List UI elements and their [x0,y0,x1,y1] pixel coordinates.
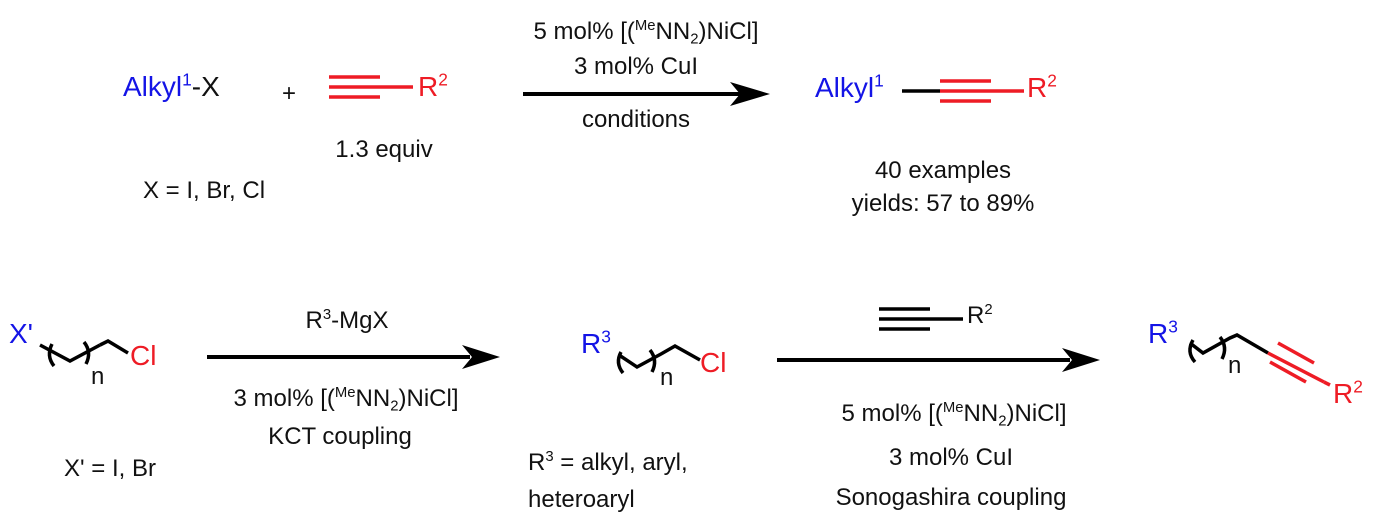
cat-suffix: )NiCl] [398,385,459,412]
r-label: R [1027,72,1048,103]
r-label: R [1148,318,1169,349]
cat-sub: 2 [690,31,699,48]
final-n-subscript: n [1228,352,1242,379]
cat-mid: NN [655,18,691,45]
cat-prefix: 5 mol% [( [841,400,943,427]
reaction-arrow-1 [523,82,770,106]
examples-count: 40 examples [874,157,1012,184]
step2-alkyne-bond [879,307,963,331]
r-label: R [967,302,985,329]
sonogashira-coupling-label: Sonogashira coupling [835,484,1067,511]
r3-options: = alkyl, aryl, [553,449,688,476]
intermediate-cl-label: Cl [700,347,727,378]
r-superscript: 3 [322,306,332,323]
r-label: R [305,307,323,334]
r-superscript: 2 [438,69,448,90]
r-superscript: 2 [1047,70,1057,91]
cat-sup: Me [334,384,356,401]
intermediate-n-subscript: n [660,364,674,391]
r-superscript: 3 [1168,316,1178,337]
alkyl-superscript: 1 [874,70,884,91]
product-alkyne-bond [902,79,1024,103]
cat-sup: Me [942,399,964,416]
alkyne-r2-label: R2 [418,71,448,103]
mgx-suffix: -MgX [331,307,389,334]
final-r3-label: R3 [1148,318,1178,350]
r-superscript: 3 [545,448,554,465]
r3-definition-line1: R3 = alkyl, aryl, [528,449,688,477]
yield-range: yields: 57 to 89% [851,190,1035,217]
start-chain-bonds [39,339,129,368]
r3-definition-line2: heteroaryl [528,486,635,513]
start-cl-label: Cl [130,340,157,371]
r-label: R [528,449,546,476]
alkyne-equivalents: 1.3 equiv [335,136,433,163]
cat-mid: NN [355,385,391,412]
cat-sup: Me [634,17,656,34]
cat-suffix: )NiCl] [698,18,759,45]
final-r2-label: R2 [1333,378,1363,410]
r-superscript: 2 [984,301,993,318]
product-alkyl-label: Alkyl1 [815,72,884,104]
reactant-alkyl-halide: Alkyl1-X [123,71,220,103]
step2-alkyne-r2-label: R2 [967,302,993,330]
reaction-arrow-2 [207,345,500,369]
product-r2-label: R2 [1027,72,1057,104]
cat-sub: 2 [998,413,1007,430]
r-label: R [1333,378,1354,409]
cat-prefix: 5 mol% [( [533,18,635,45]
grignard-reagent: R3-MgX [306,307,389,335]
alkyl-label: Alkyl [815,72,875,103]
alkyl-label: Alkyl [123,71,183,102]
sonogashira-copper-loading: 3 mol% CuI [888,444,1014,471]
alkyl-superscript: 1 [182,69,192,90]
cat-prefix: 3 mol% [( [233,385,335,412]
intermediate-r3-label: R3 [581,328,611,360]
start-n-subscript: n [91,363,105,390]
r-label: R [418,71,439,102]
reactant-alkyne-bond [329,75,413,99]
start-x-prime-label: X' [9,318,34,349]
r-superscript: 3 [601,326,611,347]
x-prime-definition: X' = I, Br [64,455,156,482]
catalyst-line: 5 mol% [(MeNN2)NiCl] [533,17,759,48]
plus-sign: + [282,80,297,107]
copper-loading: 3 mol% CuI [573,53,699,80]
cat-mid: NN [963,400,999,427]
x-definition: X = I, Br, Cl [143,177,266,204]
r-superscript: 2 [1353,376,1363,397]
sonogashira-catalyst-line: 5 mol% [(MeNN2)NiCl] [841,399,1067,430]
final-chain-bonds [1188,333,1331,387]
reaction-arrow-3 [777,348,1100,372]
r-label: R [581,328,602,359]
halide-suffix: -X [191,71,220,102]
kct-catalyst-line: 3 mol% [(MeNN2)NiCl] [233,384,459,415]
kct-coupling-label: KCT coupling [268,423,412,450]
cat-sub: 2 [390,398,399,415]
cat-suffix: )NiCl] [1006,400,1067,427]
conditions-label: conditions [581,106,691,133]
intermediate-chain-bonds [616,343,701,375]
